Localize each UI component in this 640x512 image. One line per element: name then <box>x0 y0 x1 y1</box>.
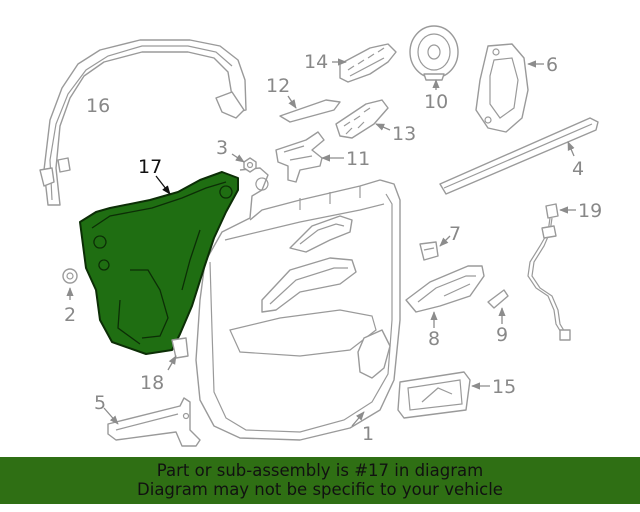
callout-6: 6 <box>546 54 558 76</box>
callout-12: 12 <box>266 75 290 97</box>
callout-3: 3 <box>216 137 228 159</box>
part-18-bracket <box>171 337 189 359</box>
part-19-wiring-harness <box>527 203 571 341</box>
part-17-water-deflector <box>79 171 239 355</box>
part-14-master-switch <box>339 43 397 83</box>
callout-2: 2 <box>64 304 76 326</box>
callout-9: 9 <box>496 324 508 346</box>
footer-line-part-notice: Part or sub-assembly is #17 in diagram <box>156 461 484 480</box>
callout-19: 19 <box>578 200 602 222</box>
part-8-inside-handle <box>405 265 485 313</box>
callout-labels: 1 2 3 4 5 6 7 8 9 10 11 12 13 14 15 16 1… <box>64 51 602 445</box>
callout-11: 11 <box>346 148 370 170</box>
leader-lines <box>66 58 576 427</box>
callout-5: 5 <box>94 392 106 414</box>
callout-15: 15 <box>492 376 516 398</box>
part-5-lower-bracket <box>107 397 201 447</box>
callout-18: 18 <box>140 372 164 394</box>
part-2-clip <box>62 268 78 284</box>
diagram-footer-banner: Part or sub-assembly is #17 in diagram D… <box>0 457 640 504</box>
part-3-bolt <box>243 157 257 173</box>
callout-17: 17 <box>138 156 162 178</box>
callout-1: 1 <box>362 423 374 445</box>
part-6-handle-bracket <box>475 43 529 133</box>
callout-16: 16 <box>86 95 110 117</box>
callout-14: 14 <box>304 51 328 73</box>
part-12-trim-strip <box>279 99 341 123</box>
part-7-clip <box>419 241 439 261</box>
callout-8: 8 <box>428 328 440 350</box>
part-4-belt-molding <box>439 117 599 195</box>
part-16-roof-trim-arch <box>39 39 247 206</box>
part-1-door-trim-panel <box>195 167 401 441</box>
callout-4: 4 <box>572 158 584 180</box>
footer-line-disclaimer: Diagram may not be specific to your vehi… <box>137 480 503 499</box>
part-15-plate <box>397 371 471 419</box>
callout-7: 7 <box>449 223 461 245</box>
part-11-switch-bracket <box>275 131 325 183</box>
part-13-window-switch <box>335 99 389 139</box>
parts-diagram: 1 2 3 4 5 6 7 8 9 10 11 12 13 14 15 16 1… <box>39 25 602 447</box>
callout-10: 10 <box>424 91 448 113</box>
part-10-speaker <box>409 25 459 81</box>
part-9-cover <box>487 289 509 309</box>
callout-13: 13 <box>392 123 416 145</box>
